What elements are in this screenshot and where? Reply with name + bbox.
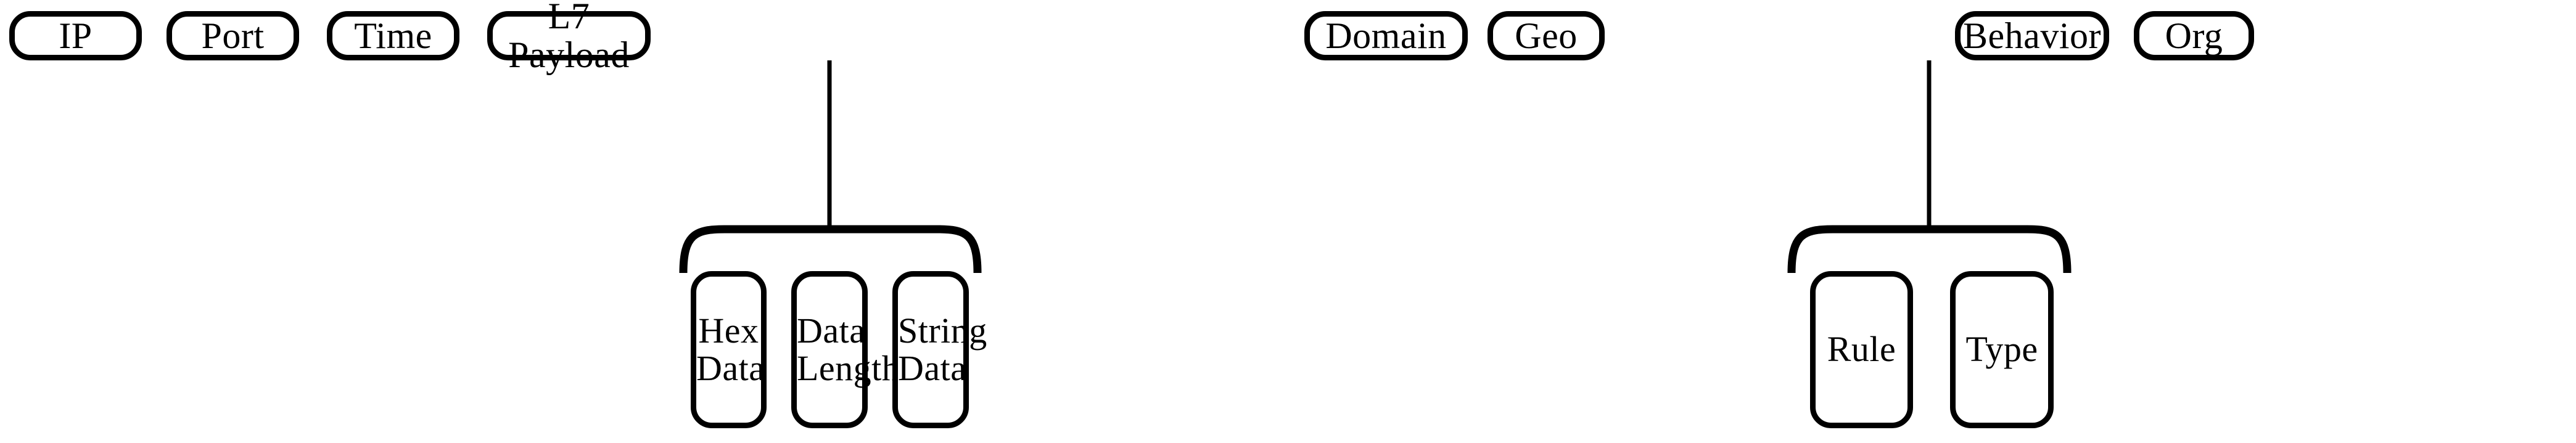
node-org-label: Org	[2165, 15, 2223, 56]
node-string-data-label: String Data	[898, 310, 987, 388]
node-port[interactable]: Port	[167, 11, 299, 60]
node-rule[interactable]: Rule	[1810, 271, 1913, 428]
connector-brace-l7payload	[679, 225, 982, 274]
node-behavior[interactable]: Behavior	[1955, 11, 2109, 60]
node-data-length-label: Data Length	[797, 310, 900, 388]
node-l7-payload[interactable]: L7 Payload	[487, 0, 651, 75]
node-geo[interactable]: Geo	[1488, 11, 1605, 60]
node-string-data[interactable]: String Data	[892, 271, 987, 428]
node-l7-payload-label: L7 Payload	[508, 0, 630, 75]
node-type-label: Type	[1965, 329, 2038, 370]
node-domain-label: Domain	[1325, 15, 1447, 56]
node-ip[interactable]: IP	[9, 11, 142, 60]
node-domain[interactable]: Domain	[1304, 11, 1468, 60]
node-port-label: Port	[201, 15, 265, 56]
node-org[interactable]: Org	[2134, 11, 2254, 60]
node-data-length[interactable]: Data Length	[791, 271, 900, 428]
node-type[interactable]: Type	[1950, 271, 2054, 428]
connector-brace-behavior	[1787, 225, 2072, 274]
node-ip-label: IP	[59, 15, 93, 56]
node-rule-label: Rule	[1827, 329, 1896, 370]
node-geo-label: Geo	[1515, 15, 1578, 56]
node-hex-data[interactable]: Hex Data	[691, 271, 767, 428]
node-hex-data-label: Hex Data	[696, 310, 765, 388]
node-behavior-label: Behavior	[1963, 15, 2101, 56]
node-time[interactable]: Time	[327, 11, 459, 60]
node-time-label: Time	[354, 15, 432, 56]
